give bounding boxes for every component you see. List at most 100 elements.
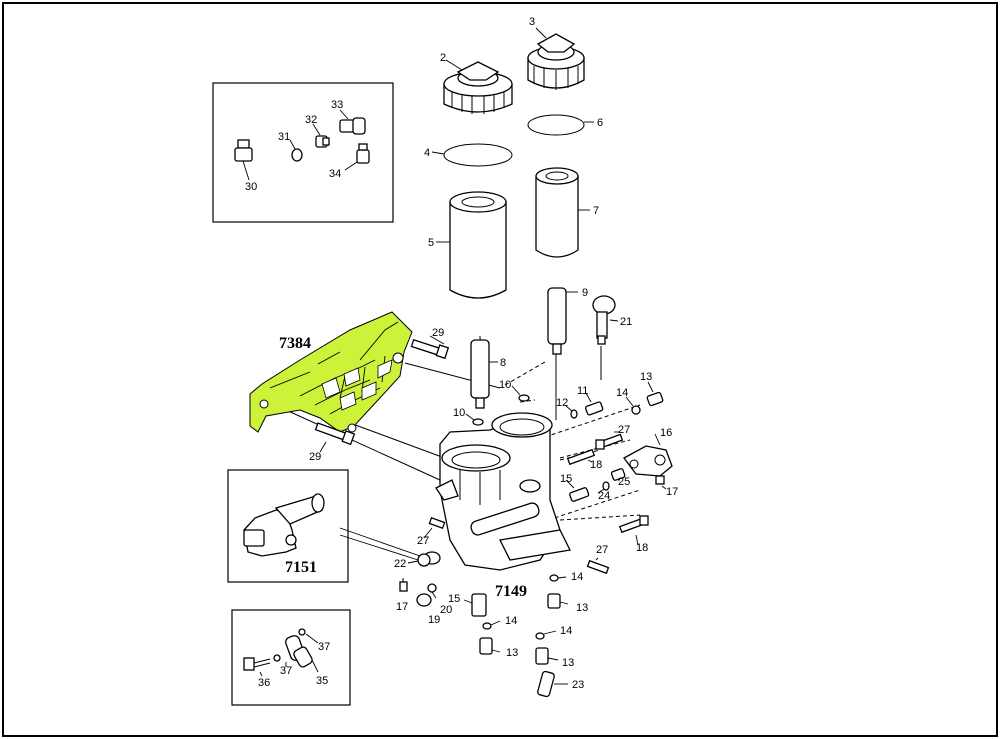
callout-3: 3 xyxy=(529,16,535,28)
callout-22: 22 xyxy=(394,558,406,570)
fitting-23 xyxy=(537,670,568,698)
screw-17-right xyxy=(655,475,667,490)
ring-14-mid xyxy=(549,574,567,582)
o-ring-31 xyxy=(289,139,303,162)
callout-7: 7 xyxy=(593,205,599,217)
fitting-15-right xyxy=(565,479,590,502)
callout-37-lower: 37 xyxy=(280,665,292,677)
callout-27-left: 27 xyxy=(417,535,429,547)
callout-21: 21 xyxy=(620,316,632,328)
plug-25 xyxy=(610,468,626,481)
plug-13-lower-left xyxy=(479,637,501,655)
bolt-29-upper xyxy=(410,335,450,360)
ring-24 xyxy=(597,481,610,494)
callout-15-lower: 15 xyxy=(448,593,460,605)
callout-37-upper: 37 xyxy=(318,641,330,653)
callout-27-upper: 27 xyxy=(618,424,630,436)
valve-21 xyxy=(592,295,619,345)
bolt-27-left xyxy=(423,516,446,539)
plug-13-lower-right xyxy=(535,647,559,665)
callout-13-lower-left: 13 xyxy=(506,647,518,659)
callout-17-right: 17 xyxy=(666,486,678,498)
callout-2: 2 xyxy=(440,52,446,64)
callout-17-left: 17 xyxy=(396,601,408,613)
callout-19: 19 xyxy=(428,614,440,626)
ring-14-lower-right xyxy=(535,630,557,640)
union-32 xyxy=(312,123,330,148)
callout-13-lower-right: 13 xyxy=(562,657,574,669)
callout-14-mid: 14 xyxy=(571,571,583,583)
o-ring-10-upper xyxy=(511,385,530,402)
callout-5: 5 xyxy=(428,237,434,249)
callout-33: 33 xyxy=(331,99,343,111)
cap-19 xyxy=(416,593,432,607)
assembly-label-housing: 7149 xyxy=(495,583,527,600)
callout-18-lower: 18 xyxy=(636,542,648,554)
nut-34 xyxy=(344,143,370,171)
callout-8: 8 xyxy=(500,357,506,369)
assembly-label-bracket: 7384 xyxy=(279,335,311,352)
cap-2 xyxy=(443,59,513,114)
bolt-18-upper xyxy=(566,448,596,466)
bolt-27-lower xyxy=(586,557,610,575)
callout-29-lower: 29 xyxy=(309,451,321,463)
screw-17-left xyxy=(399,578,408,592)
callout-10-lower: 10 xyxy=(453,407,465,419)
callout-31: 31 xyxy=(278,131,290,143)
o-ring-10-lower xyxy=(465,413,484,426)
callout-25: 25 xyxy=(618,476,630,488)
ring-14-lower-left xyxy=(482,620,501,630)
callout-13-upper: 13 xyxy=(640,371,652,383)
callout-14-upper: 14 xyxy=(616,387,628,399)
tube-9 xyxy=(547,287,578,355)
bracket-7384 xyxy=(249,311,413,433)
sensor-7151 xyxy=(243,493,421,561)
callout-14-lower-left: 14 xyxy=(505,615,517,627)
plug-11 xyxy=(585,392,604,416)
callout-11: 11 xyxy=(577,385,588,397)
filter-element-5 xyxy=(436,191,507,299)
bolt-29-lower xyxy=(314,422,356,453)
ring-12 xyxy=(565,405,578,419)
tube-8 xyxy=(470,339,498,409)
callout-6: 6 xyxy=(597,117,603,129)
callout-24: 24 xyxy=(598,490,610,502)
o-ring-6 xyxy=(527,114,594,136)
banjo-fitting xyxy=(243,628,319,677)
o-ring-4 xyxy=(431,143,513,167)
plug-13-mid xyxy=(547,593,569,609)
callout-29-upper: 29 xyxy=(432,327,444,339)
fitting-15-lower xyxy=(463,593,487,617)
plug-22 xyxy=(407,553,431,567)
assembly-label-sensor: 7151 xyxy=(285,559,317,576)
callout-34: 34 xyxy=(329,168,341,180)
callout-20: 20 xyxy=(440,604,452,616)
ring-14-upper xyxy=(625,396,641,415)
sender-16 xyxy=(623,433,673,477)
callout-36: 36 xyxy=(258,677,270,689)
plug-13-upper xyxy=(646,381,664,407)
callout-16: 16 xyxy=(660,427,672,439)
callout-9: 9 xyxy=(582,287,588,299)
callout-13-mid: 13 xyxy=(576,602,588,614)
callout-14-lower-right: 14 xyxy=(560,625,572,637)
callout-15-right: 15 xyxy=(560,473,572,485)
callout-10-upper: 10 xyxy=(499,379,511,391)
filter-element-7 xyxy=(535,167,590,258)
callout-35: 35 xyxy=(316,675,328,687)
elbow-33 xyxy=(339,109,366,135)
fitting-30 xyxy=(234,139,253,181)
callout-12: 12 xyxy=(556,397,568,409)
callout-27-lower: 27 xyxy=(596,544,608,556)
housing-7149 xyxy=(423,412,571,571)
cap-3 xyxy=(527,27,585,90)
callout-32: 32 xyxy=(305,114,317,126)
bolt-18-lower xyxy=(618,515,649,546)
callout-23: 23 xyxy=(572,679,584,691)
callout-18-upper: 18 xyxy=(590,459,602,471)
ring-20 xyxy=(427,583,437,599)
callout-4: 4 xyxy=(424,147,430,159)
